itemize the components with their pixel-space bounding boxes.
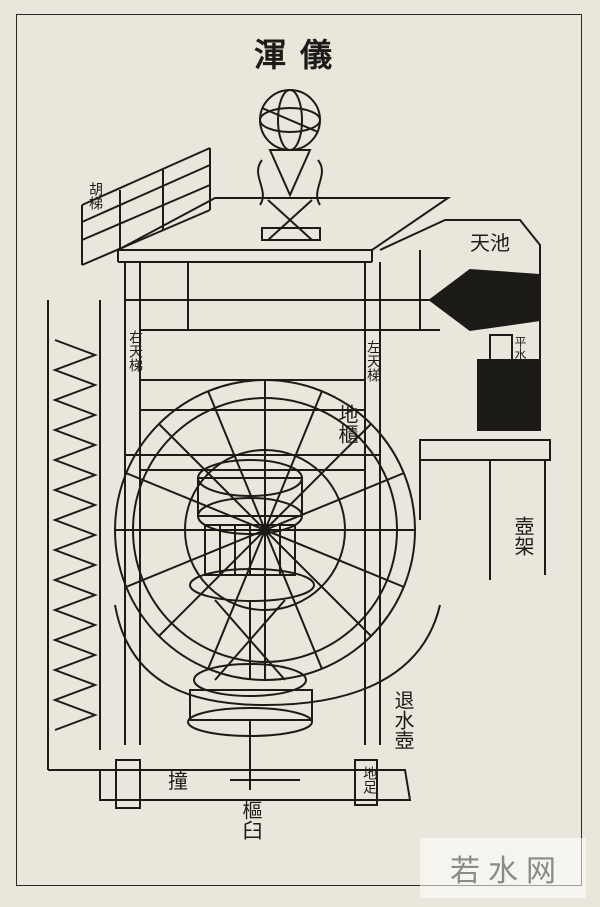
label-left-tian-ti: 左天梯 [365,340,381,382]
label-zhuang: 撞 [168,769,188,793]
label-hu-fen: 胡梯 [87,182,103,210]
diagram-title: 渾儀 [253,36,346,74]
label-ping-shui-hu: 平水壺 [513,336,527,372]
border-frame [16,14,582,886]
left-ladder [47,300,101,771]
watermark-text: 若水网 [450,854,564,889]
label-shu-jiu: 樞臼 [239,800,263,840]
water-tank-stand [379,219,551,580]
bottom-beam [99,759,412,809]
tower-frame [124,250,440,745]
label-tian-chi: 天池 [470,231,510,255]
armillary-sphere [257,89,323,241]
watermark-panel [420,838,586,898]
label-di-zu: 地足 [361,766,377,794]
top-platform [117,197,452,263]
drum-gears [187,459,315,790]
label-right-tian-ti: 右天梯 [127,330,143,372]
water-basin [114,604,441,707]
label-hu-jia: 壺架 [511,516,535,556]
label-di-gui: 地櫃 [335,404,359,444]
top-railing [81,147,211,266]
label-tui-shui-hu: 退水壺 [391,690,415,750]
